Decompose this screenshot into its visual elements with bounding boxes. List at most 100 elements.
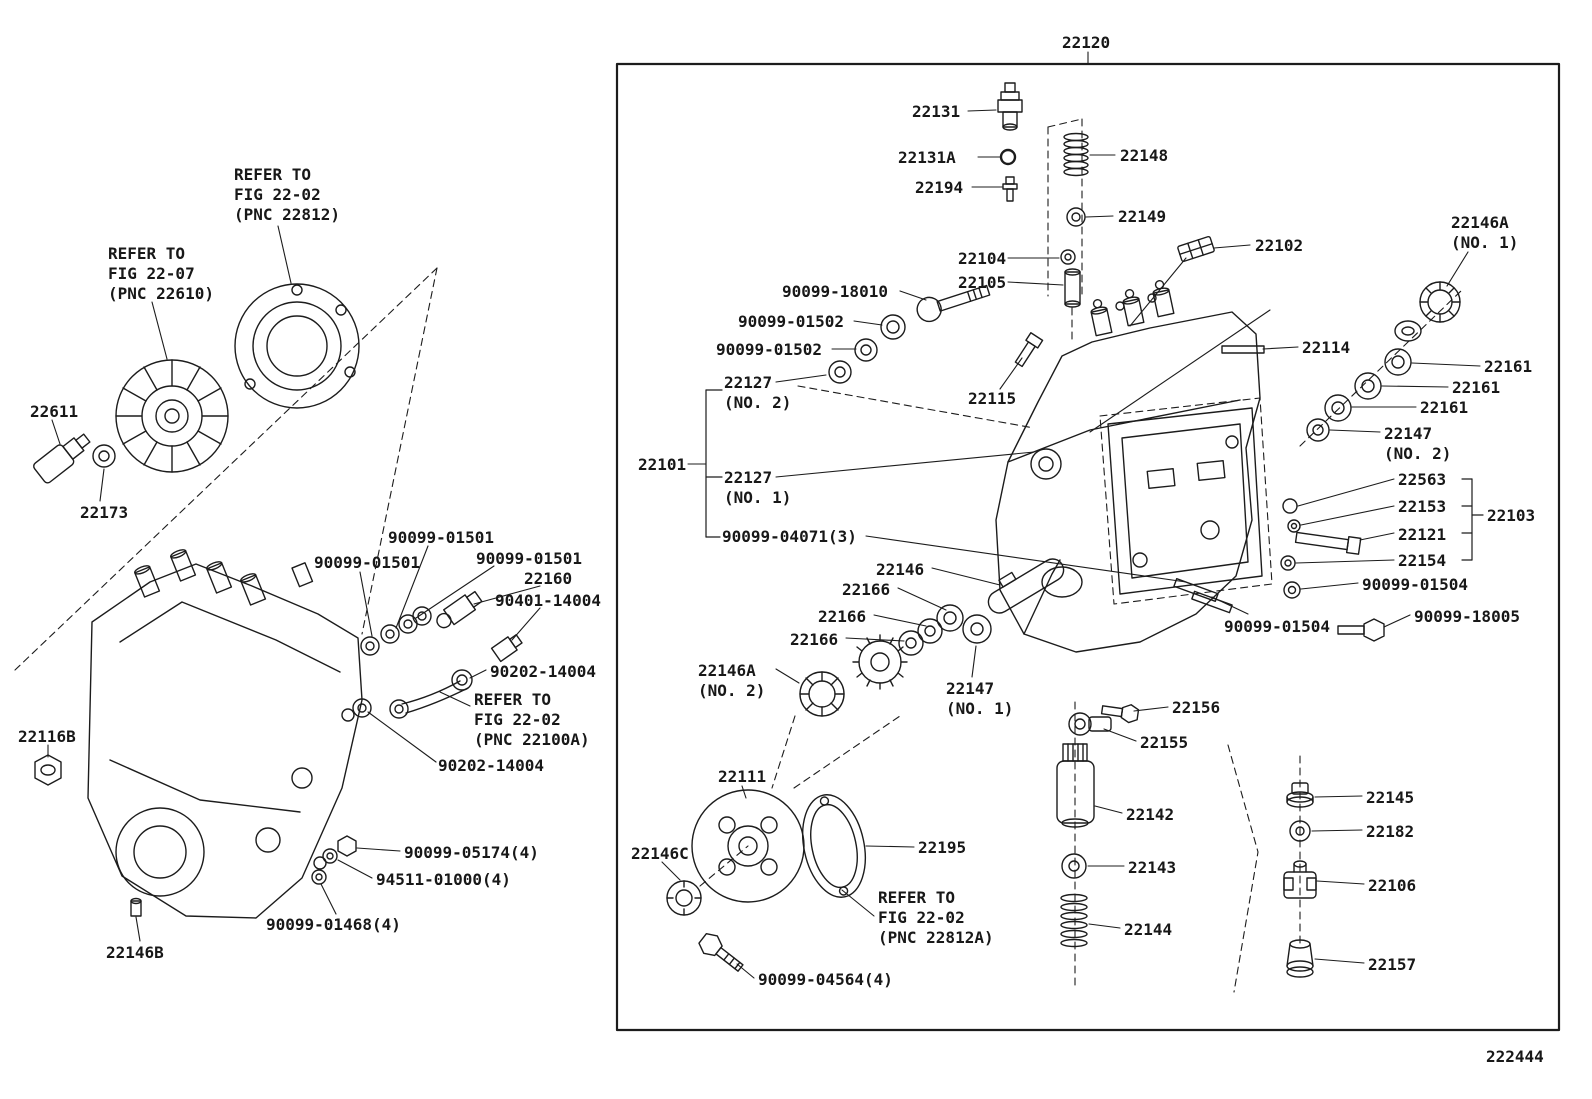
plug-90401 — [490, 634, 523, 663]
part-label-22146b: 22146B — [106, 943, 164, 962]
part-label-22161-c: 22161 — [1420, 398, 1469, 417]
part-label-22155: 22155 — [1140, 733, 1189, 752]
part-label-22156: 22156 — [1172, 698, 1221, 717]
part-label-22120: 22120 — [1062, 33, 1111, 52]
part-label-22115: 22115 — [968, 389, 1017, 408]
gasket-plate-22195 — [802, 794, 866, 898]
key-22102 — [1177, 235, 1215, 263]
part-label-22103: 22103 — [1487, 506, 1536, 525]
part-label-22173: 22173 — [80, 503, 129, 522]
part-label-22114: 22114 — [1302, 338, 1351, 357]
part-label-22194: 22194 — [915, 178, 964, 197]
part-label-22146c: 22146C — [631, 844, 689, 863]
spring-22144 — [1060, 893, 1088, 948]
construction-lines — [14, 118, 1463, 993]
part-label-22146a-no2: 22146A(NO. 2) — [698, 661, 766, 700]
part-label-22121: 22121 — [1398, 525, 1447, 544]
part-label-90099-04071: 90099-04071(3) — [722, 527, 857, 546]
part-label-22146a-no1: 22146A(NO. 1) — [1451, 213, 1519, 252]
part-label-22148: 22148 — [1120, 146, 1169, 165]
bolt-22115 — [1014, 332, 1044, 368]
left-assembly — [33, 283, 523, 919]
sensor-22160 — [436, 590, 483, 629]
part-label-90202-14004-a: 90202-14004 — [490, 662, 596, 681]
cap-22157 — [1286, 939, 1314, 978]
part-label-22142: 22142 — [1126, 805, 1175, 824]
rear-housing — [234, 283, 360, 409]
part-label-22106: 22106 — [1368, 876, 1417, 895]
part-label-22161-b: 22161 — [1452, 378, 1501, 397]
part-label-22149: 22149 — [1118, 207, 1167, 226]
part-label-22157: 22157 — [1368, 955, 1417, 974]
bolt-90099-04564 — [698, 933, 744, 972]
part-label-22166-c: 22166 — [790, 630, 839, 649]
main-pump-body — [995, 279, 1261, 653]
nut-22116b — [34, 754, 62, 786]
part-label-22161-a: 22161 — [1484, 357, 1533, 376]
bearing-22146a-no2 — [799, 671, 845, 717]
fuel-filter-22142 — [1056, 743, 1095, 828]
part-label-22611: 22611 — [30, 402, 79, 421]
part-label-22146: 22146 — [876, 560, 925, 579]
part-label-22147-no2: 22147(NO. 2) — [1384, 424, 1452, 463]
part-label-90099-01502-b: 90099-01502 — [716, 340, 822, 359]
part-label-90202-14004-b: 90202-14004 — [438, 756, 544, 775]
bolt-22121 — [1294, 531, 1362, 555]
part-label-22147-no1: 22147(NO. 1) — [946, 679, 1014, 718]
part-label-90099-01504-a: 90099-01504 — [1362, 575, 1468, 594]
part-label-90099-01501-b: 90099-01501 — [314, 553, 420, 572]
left-pump-body — [87, 549, 363, 919]
drive-pulley — [115, 359, 229, 473]
main-assembly — [666, 82, 1461, 978]
part-label-90099-01501-a: 90099-01501 — [388, 528, 494, 547]
rotor-22106 — [1283, 860, 1317, 899]
bevel-gear — [852, 634, 908, 690]
valve-22131 — [997, 82, 1023, 131]
drive-shaft — [987, 558, 1065, 614]
part-label-22127-no1: 22127(NO. 1) — [724, 468, 792, 507]
part-label-90099-18010: 90099-18010 — [782, 282, 888, 301]
injector-22611 — [33, 433, 91, 484]
part-label-94511-01000: 94511-01000(4) — [376, 870, 511, 889]
part-label-90099-01501-c: 90099-01501 — [476, 549, 582, 568]
part-label-22131: 22131 — [912, 102, 961, 121]
bolt-90099-18005 — [1337, 618, 1385, 642]
part-label-22182: 22182 — [1366, 822, 1415, 841]
part-label-22127-no2: 22127(NO. 2) — [724, 373, 792, 412]
part-label-22166-b: 22166 — [818, 607, 867, 626]
part-label-22145: 22145 — [1366, 788, 1415, 807]
main-assembly-box — [615, 62, 1561, 1032]
bolt-22156 — [1100, 704, 1140, 724]
side-cover-22103 — [1107, 407, 1263, 595]
part-label-22154: 22154 — [1398, 551, 1447, 570]
bolt-90099-18010 — [916, 284, 991, 323]
part-label-22105: 22105 — [958, 273, 1007, 292]
part-label-90099-04564: 90099-04564(4) — [758, 970, 893, 989]
part-label-22153: 22153 — [1398, 497, 1447, 516]
spring-22148 — [1063, 132, 1089, 177]
part-label-22131a: 22131A — [898, 148, 956, 167]
figure-code: 222444 — [1486, 1047, 1544, 1066]
bracket-lines — [705, 389, 1484, 561]
part-label-90099-01502-a: 90099-01502 — [738, 312, 844, 331]
part-label-22144: 22144 — [1124, 920, 1173, 939]
part-label-22195: 22195 — [918, 838, 967, 857]
part-label-22563: 22563 — [1398, 470, 1447, 489]
bearing-22146a-no1 — [1419, 281, 1461, 323]
part-label-90099-01468: 90099-01468(4) — [266, 915, 401, 934]
part-label-90099-18005: 90099-18005 — [1414, 607, 1520, 626]
part-label-22166-a: 22166 — [842, 580, 891, 599]
part-label-22160: 22160 — [524, 569, 573, 588]
part-label-22104: 22104 — [958, 249, 1007, 268]
plug-22145 — [1286, 782, 1314, 808]
part-label-90401-14004: 90401-14004 — [495, 591, 601, 610]
part-label-22143: 22143 — [1128, 858, 1177, 877]
part-label-22102: 22102 — [1255, 236, 1304, 255]
part-label-22101: 22101 — [638, 455, 687, 474]
part-label-90099-05174: 90099-05174(4) — [404, 843, 539, 862]
